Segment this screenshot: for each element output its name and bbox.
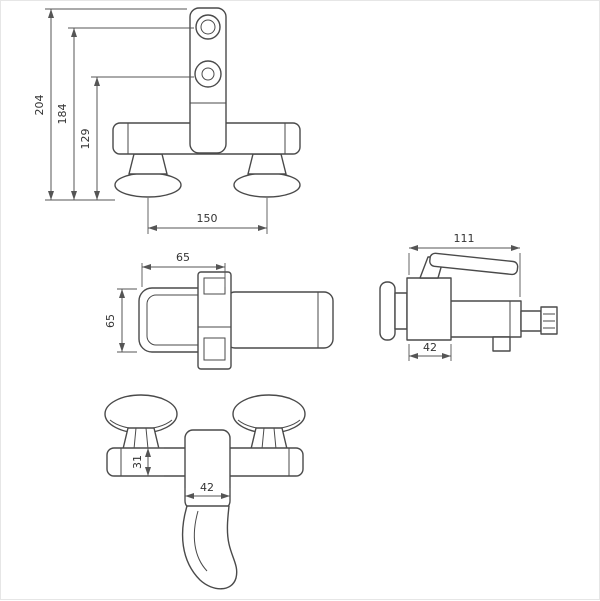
bottom-view-outline [104, 394, 306, 590]
left-nut-bottom-view [122, 427, 160, 450]
wall-flange [379, 281, 396, 341]
wall-connector [394, 292, 408, 330]
top-view-cartridge [197, 271, 232, 370]
left-mount-nut [128, 153, 168, 175]
front-view-outline [112, 7, 301, 198]
right-mount-nut [247, 153, 287, 175]
top-port-outer [195, 14, 221, 40]
dim-label-top-depth: 65 [104, 314, 117, 328]
dim-label-body-width: 42 [200, 481, 214, 494]
spout-arm [448, 300, 522, 338]
outlet-stub [520, 310, 542, 332]
dim-label-bar-height: 31 [131, 455, 144, 469]
top-view: 65 65 [104, 251, 334, 370]
lower-port-inner [201, 67, 215, 81]
crossbar-bottom-ticks [120, 448, 290, 476]
front-view-dimensions: 204 184 129 150 [33, 8, 268, 234]
top-view-outline [138, 271, 334, 370]
spout-body [184, 429, 231, 510]
hose-union-threads [543, 313, 555, 329]
right-nut-facets [261, 427, 277, 450]
dim-label-upper-height: 184 [56, 104, 69, 125]
side-view-dimensions: 111 42 [408, 232, 521, 361]
right-nut-bottom-view [250, 427, 288, 450]
left-mount-flange [114, 172, 182, 198]
dim-label-top-width: 65 [176, 251, 190, 264]
handle-lever [429, 252, 519, 276]
dim-label-lower-height: 129 [79, 129, 92, 150]
side-body [406, 277, 452, 341]
top-view-dimensions: 65 65 [104, 251, 226, 353]
curved-spout-inner-line [193, 510, 208, 572]
lower-port-outer [194, 60, 222, 88]
top-view-right-arm [225, 291, 334, 349]
right-mount-flange [233, 172, 301, 198]
top-port-inner [200, 19, 216, 35]
side-view: 111 42 [379, 232, 558, 361]
curved-spout [181, 505, 238, 590]
bottom-view: 31 42 [104, 394, 306, 590]
diverter-knob [492, 336, 511, 352]
side-view-outline [379, 252, 558, 352]
crossbar-end-ticks [127, 123, 286, 154]
dim-label-mounting-centers: 150 [197, 212, 218, 225]
extension-lines-front [45, 8, 268, 234]
left-nut-facets [133, 427, 149, 450]
front-view: 204 184 129 150 [33, 7, 301, 234]
dim-label-side-depth: 42 [423, 341, 437, 354]
bottom-view-dimensions: 31 42 [131, 447, 231, 502]
dim-label-total-height: 204 [33, 95, 46, 116]
dim-label-side-length: 111 [454, 232, 475, 245]
